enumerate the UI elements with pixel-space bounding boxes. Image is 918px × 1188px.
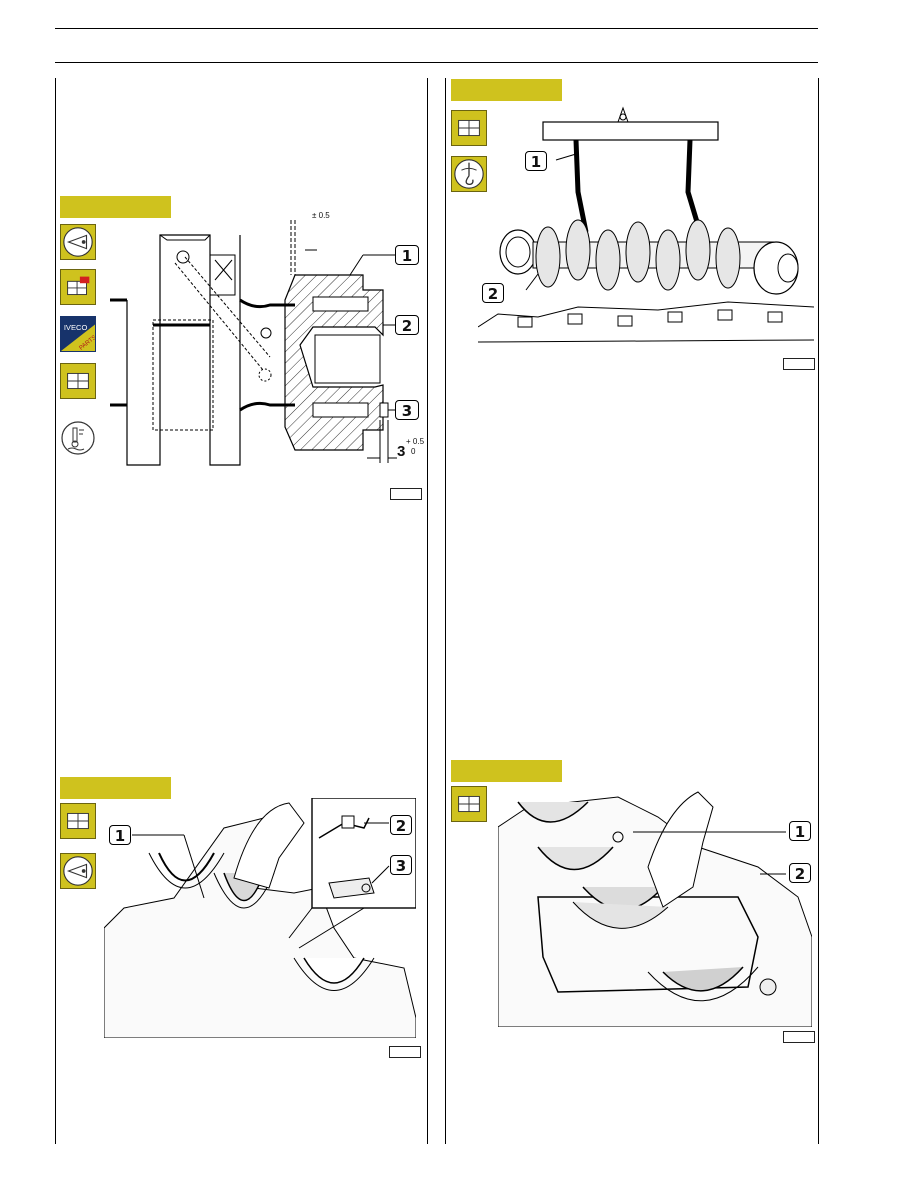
svg-text:IVECO: IVECO — [64, 323, 88, 332]
inspect-eye-icon — [60, 224, 96, 260]
top-rule — [55, 28, 818, 29]
callout-2: 2 — [390, 815, 412, 835]
header-rule — [55, 62, 818, 63]
top-tolerance-label: ± 0.5 — [312, 211, 330, 220]
lifting-hook-icon — [451, 156, 487, 192]
figure-number-box — [783, 1031, 815, 1043]
bottom-dimension-value: 3 — [397, 443, 406, 460]
engine-block-icon — [451, 110, 487, 146]
callout-3: 3 — [390, 855, 412, 875]
gear-cross-section-drawing — [110, 220, 397, 466]
engine-block-icon — [60, 269, 96, 305]
temperature-icon — [60, 420, 96, 456]
callout-1: 1 — [525, 151, 547, 171]
callout-3: 3 — [395, 400, 419, 420]
figure-tag — [451, 79, 562, 101]
left-border — [55, 78, 56, 1144]
engine-block-icon — [60, 363, 96, 399]
column-divider-left — [427, 78, 428, 1144]
callout-2: 2 — [482, 283, 504, 303]
callout-2: 2 — [395, 315, 419, 335]
right-border — [818, 78, 819, 1144]
figure-tag — [60, 777, 171, 799]
engine-block-icon — [60, 803, 96, 839]
figure-number-box — [390, 488, 422, 500]
callout-1: 1 — [789, 821, 811, 841]
engine-block-icon — [451, 786, 487, 822]
figure-number-box — [389, 1046, 421, 1058]
callout-2: 2 — [789, 863, 811, 883]
crankshaft-lifting-drawing — [478, 106, 814, 343]
bearing-insertion-drawing — [104, 798, 416, 1038]
callout-1: 1 — [395, 245, 419, 265]
figure-number-box — [783, 358, 815, 370]
bottom-tolerance-plus: + 0.5 — [406, 437, 425, 446]
column-divider-right — [445, 78, 446, 1144]
upper-half-bearings-drawing — [498, 791, 812, 1027]
inspect-eye-icon — [60, 853, 96, 889]
figure-tag — [451, 760, 562, 782]
callout-1: 1 — [109, 825, 131, 845]
bottom-tolerance-zero: 0 — [411, 447, 416, 456]
figure-tag — [60, 196, 171, 218]
